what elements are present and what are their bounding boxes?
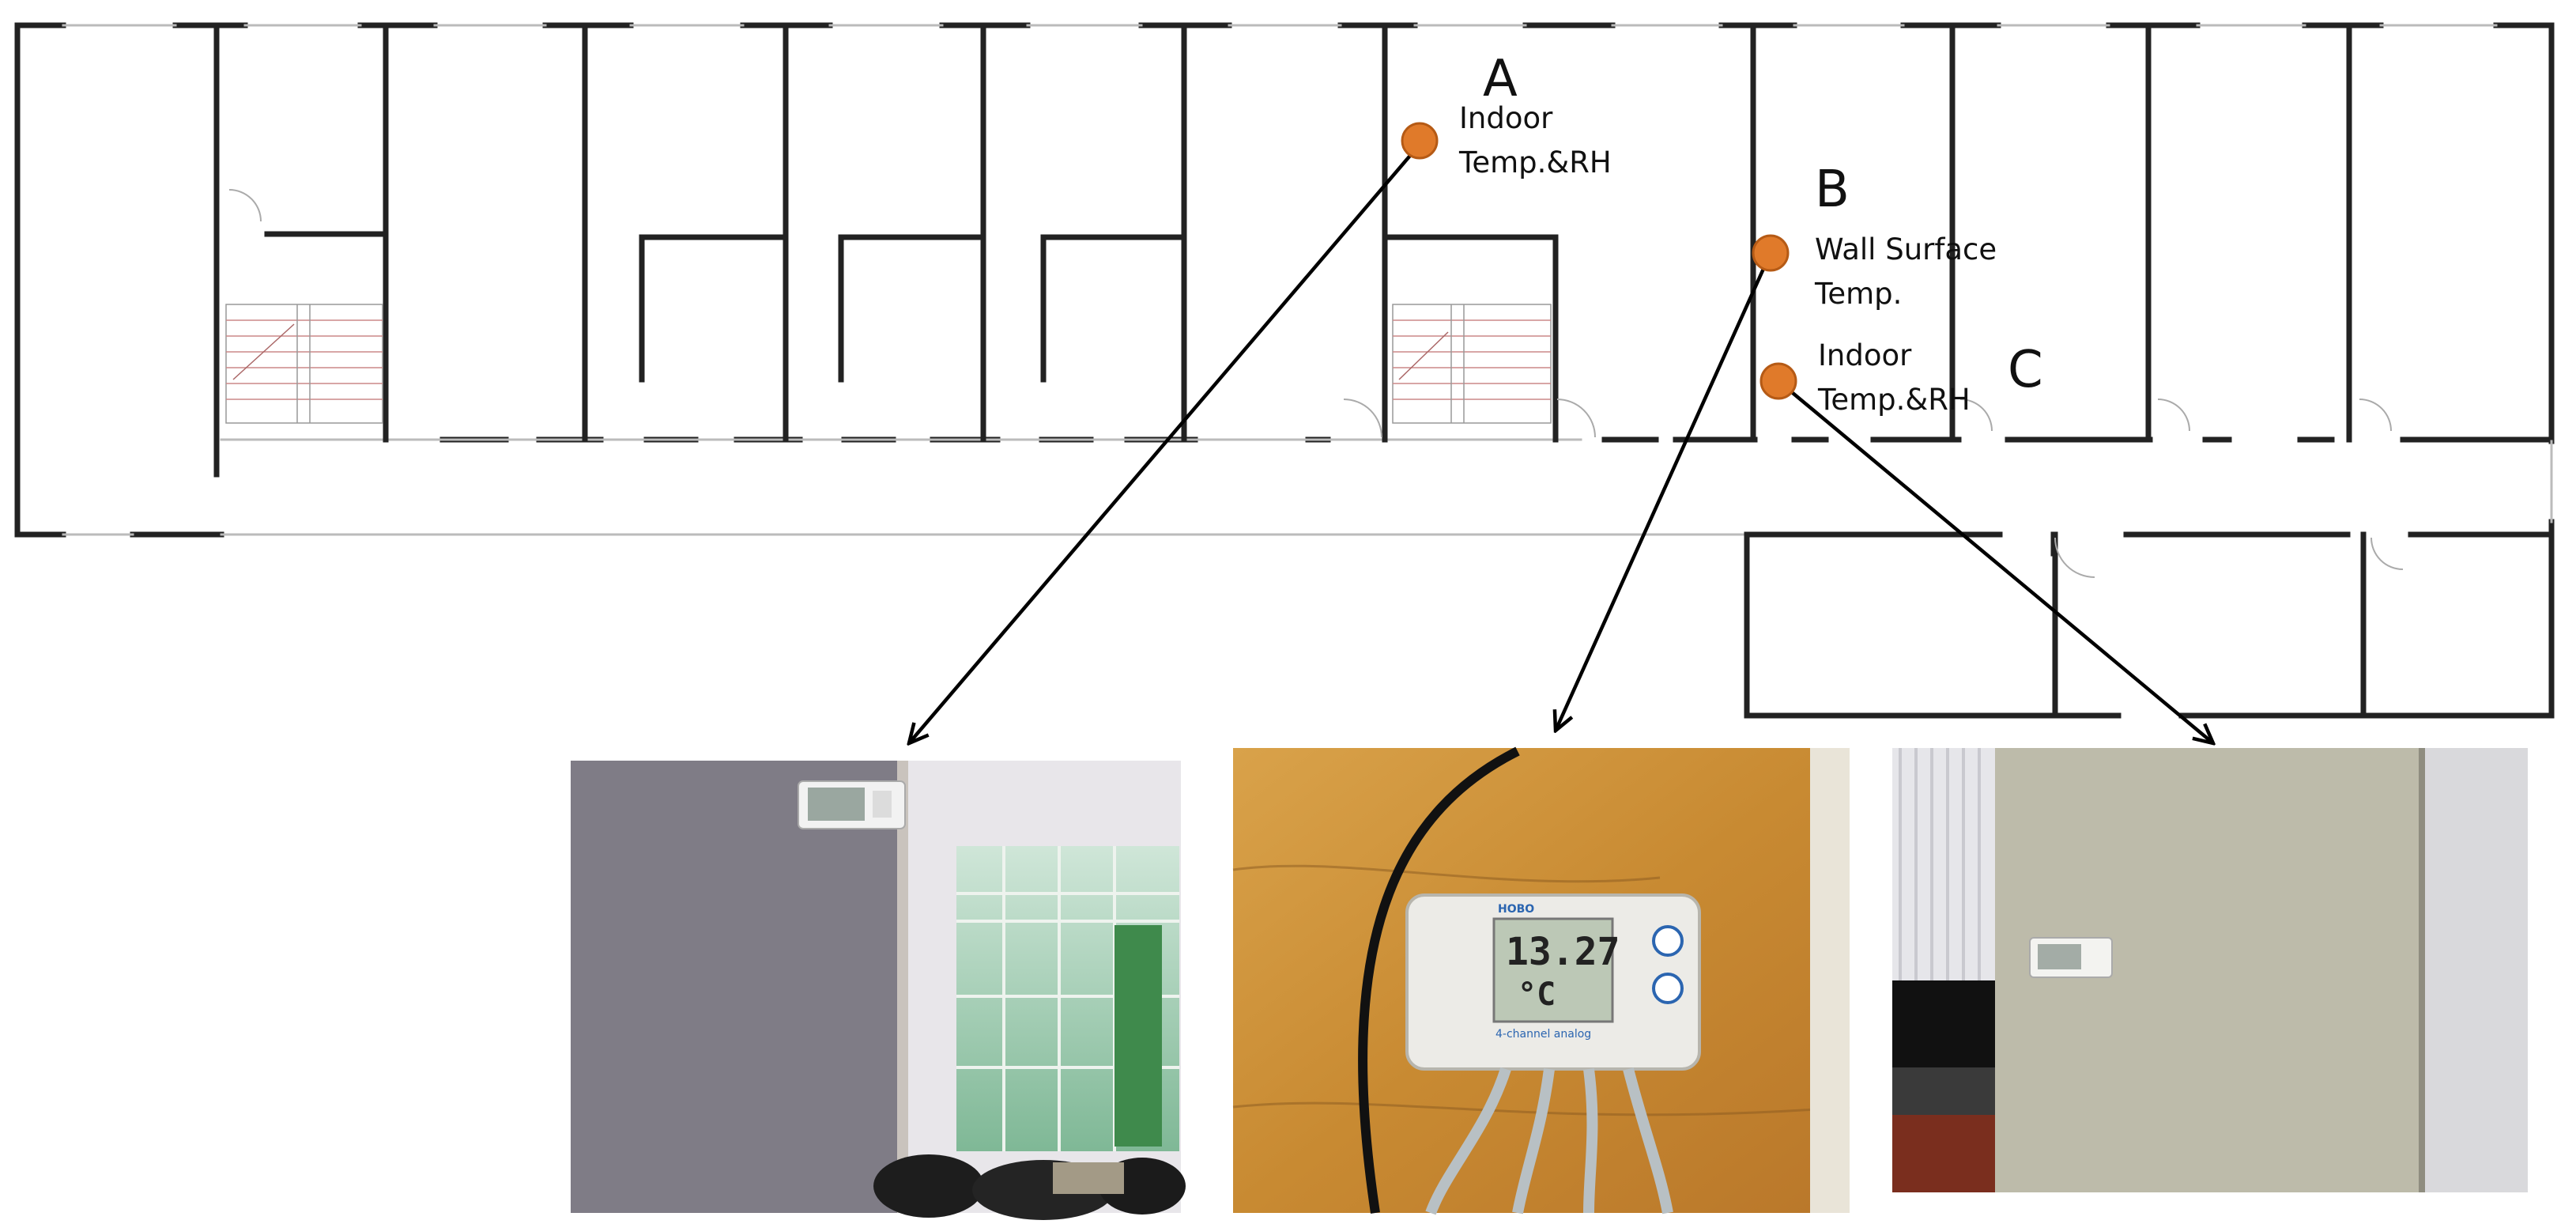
arrow-b bbox=[1556, 252, 1773, 731]
stair-west bbox=[225, 304, 383, 424]
door-swings bbox=[228, 189, 2404, 578]
photo-b bbox=[1232, 746, 1850, 1215]
point-b-letter: B bbox=[1815, 161, 1850, 219]
point-b-label-line1: Wall Surface bbox=[1815, 232, 1997, 266]
marker-b bbox=[1752, 234, 1790, 272]
pointer-arrows bbox=[909, 139, 2213, 743]
point-c-label-line2: Temp.&RH bbox=[1818, 383, 1971, 417]
point-c-label-line1: Indoor bbox=[1818, 338, 1912, 372]
stair-east bbox=[1392, 304, 1552, 424]
point-b-label-line2: Temp. bbox=[1815, 277, 1903, 311]
arrow-c bbox=[1777, 380, 2213, 743]
logger-model-label: 4-channel analog bbox=[1495, 1028, 1592, 1041]
logger-brand: HOBO bbox=[1498, 903, 1535, 916]
point-a-label-line1: Indoor bbox=[1459, 101, 1553, 135]
logger-display-unit: °C bbox=[1518, 977, 1556, 1013]
sensor-markers bbox=[1401, 122, 1797, 400]
point-c-letter: C bbox=[2008, 341, 2043, 399]
point-a-letter: A bbox=[1483, 50, 1518, 108]
marker-a bbox=[1401, 122, 1439, 160]
photo-a bbox=[571, 761, 1186, 1220]
point-a-label-line2: Temp.&RH bbox=[1459, 145, 1612, 179]
logger-display-value: 13.27 bbox=[1506, 930, 1620, 974]
arrow-a bbox=[909, 139, 1424, 743]
photo-c bbox=[1892, 748, 2528, 1192]
floor-plan-walls bbox=[14, 22, 2555, 719]
marker-c bbox=[1759, 362, 1797, 400]
